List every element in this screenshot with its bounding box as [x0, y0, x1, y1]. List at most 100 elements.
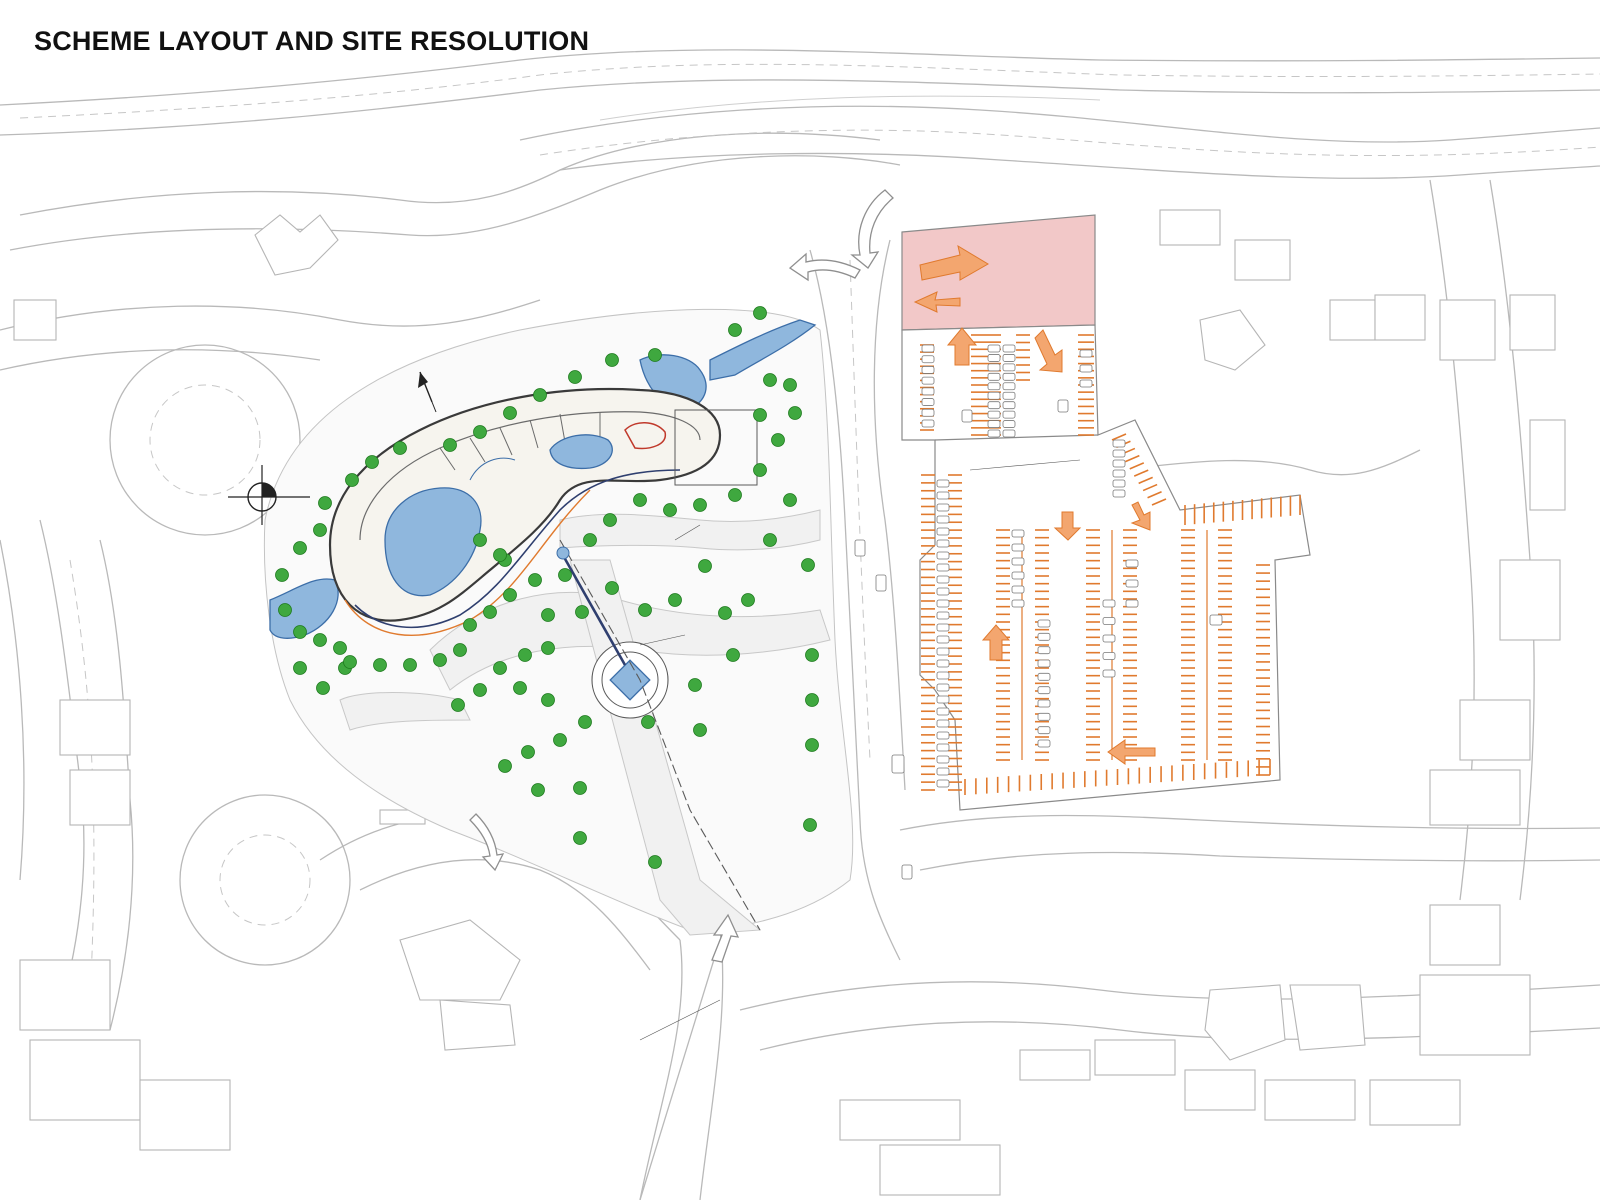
- traffic-arrow-icon: [788, 252, 861, 282]
- car-icon: [1002, 401, 1016, 410]
- car-icon: [1209, 614, 1223, 626]
- tree-icon: [693, 723, 707, 737]
- tree-icon: [718, 606, 732, 620]
- tree-icon: [518, 648, 532, 662]
- tree-icon: [403, 658, 417, 672]
- car-icon: [1002, 354, 1016, 362]
- car-icon: [1079, 379, 1093, 388]
- tree-icon: [648, 348, 662, 362]
- car-icon: [1125, 579, 1139, 588]
- car-icon: [1037, 672, 1051, 681]
- car-icon: [1002, 410, 1016, 419]
- car-icon: [1125, 599, 1139, 608]
- tree-icon: [603, 513, 617, 527]
- tree-icon: [533, 388, 547, 402]
- tree-icon: [318, 496, 332, 510]
- car-icon: [987, 372, 1001, 381]
- car-icon: [987, 363, 1001, 372]
- main-pavilion: [269, 319, 817, 639]
- tree-icon: [558, 568, 572, 582]
- car-icon: [1037, 619, 1051, 628]
- traffic-arrow-icon: [981, 624, 1011, 661]
- tree-icon: [541, 641, 555, 655]
- tree-icon: [473, 425, 487, 439]
- tree-icon: [528, 573, 542, 587]
- tree-icon: [568, 370, 582, 384]
- car-icon: [936, 551, 950, 560]
- tree-icon: [698, 559, 712, 573]
- car-icon: [987, 354, 1001, 362]
- tree-icon: [541, 693, 555, 707]
- tree-icon: [513, 681, 527, 695]
- north-arrow-icon: [418, 371, 437, 413]
- tree-icon: [531, 783, 545, 797]
- car-icon: [1011, 585, 1025, 594]
- parking-bays: [920, 334, 1301, 795]
- tree-icon: [771, 433, 785, 447]
- car-icon: [936, 575, 950, 584]
- tree-icon: [433, 653, 447, 667]
- car-icon: [936, 623, 950, 632]
- car-icon: [1002, 382, 1016, 391]
- tree-icon: [313, 523, 327, 537]
- car-icon: [936, 659, 950, 668]
- car-icon: [1037, 659, 1051, 668]
- car-icon: [921, 408, 935, 417]
- tree-icon: [473, 683, 487, 697]
- car-icon: [1102, 599, 1116, 608]
- tree-icon: [753, 408, 767, 422]
- tree-icon: [493, 548, 507, 562]
- tree-icon: [293, 661, 307, 675]
- car-icon: [891, 754, 905, 774]
- car-icon: [936, 635, 950, 644]
- car-icon: [987, 429, 1001, 438]
- car-icon: [875, 574, 887, 592]
- tree-icon: [605, 353, 619, 367]
- tree-icon: [293, 541, 307, 555]
- car-icon: [987, 391, 1001, 400]
- car-icon: [921, 387, 935, 396]
- car-icon: [1037, 712, 1051, 721]
- road-arrows: [469, 189, 894, 963]
- tree-icon: [728, 488, 742, 502]
- tree-icon: [453, 643, 467, 657]
- tree-icon: [641, 715, 655, 729]
- car-icon: [921, 419, 935, 428]
- tree-icon: [521, 745, 535, 759]
- tree-icon: [783, 493, 797, 507]
- tree-icon: [801, 558, 815, 572]
- car-icon: [1037, 739, 1051, 748]
- car-icon: [1102, 652, 1116, 660]
- car-icon: [936, 479, 950, 488]
- car-icon: [936, 731, 950, 740]
- tree-icon: [373, 658, 387, 672]
- tree-icon: [473, 533, 487, 547]
- car-icon: [1037, 632, 1051, 641]
- tree-icon: [498, 759, 512, 773]
- car-icon: [936, 695, 950, 704]
- car-icon: [936, 587, 950, 596]
- car-icon: [1011, 529, 1025, 538]
- car-icon: [854, 539, 866, 557]
- tree-icon: [648, 855, 662, 869]
- tree-icon: [633, 493, 647, 507]
- traffic-arrow-icon: [1053, 511, 1082, 541]
- car-icon: [1112, 449, 1126, 458]
- car-icon: [987, 382, 1001, 391]
- traffic-arrow-icon: [1034, 329, 1063, 373]
- car-icon: [1112, 469, 1126, 478]
- tree-icon: [443, 438, 457, 452]
- tree-icon: [788, 406, 802, 420]
- car-icon: [936, 683, 950, 692]
- car-icon: [1037, 646, 1051, 655]
- car-icon: [1011, 599, 1025, 608]
- tree-icon: [688, 678, 702, 692]
- tree-icon: [668, 593, 682, 607]
- tree-icon: [638, 603, 652, 617]
- car-icon: [921, 376, 935, 385]
- traffic-arrow-icon: [913, 291, 961, 313]
- car-icon: [936, 539, 950, 548]
- tree-icon: [503, 588, 517, 602]
- traffic-arrow-icon: [946, 327, 978, 366]
